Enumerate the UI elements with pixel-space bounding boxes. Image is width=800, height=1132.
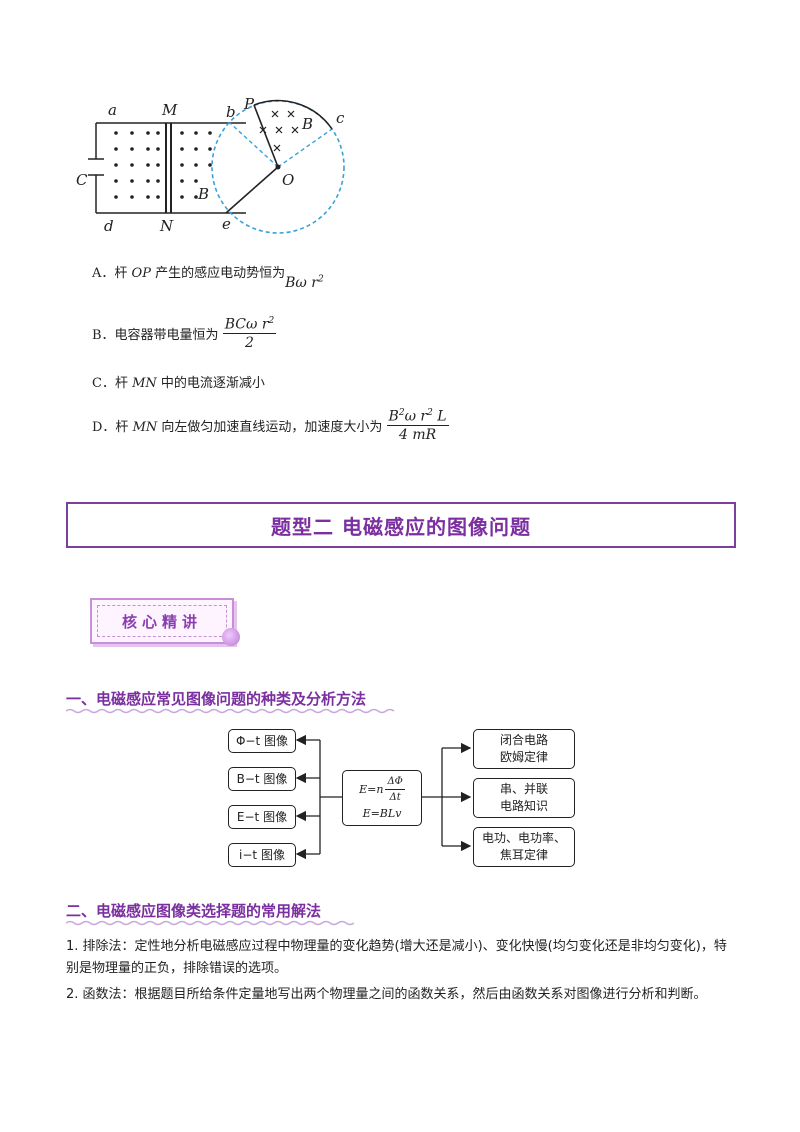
label-a: a bbox=[108, 101, 117, 119]
diagram-box-b-t: B−t 图像 bbox=[228, 767, 296, 791]
label-e: e bbox=[222, 215, 231, 233]
option-d-den: 4 mR bbox=[398, 426, 437, 443]
section-title: 题型二 电磁感应的图像问题 bbox=[271, 514, 531, 539]
label-C: C bbox=[76, 171, 88, 189]
diagram-label-e-t: E−t 图像 bbox=[236, 809, 288, 824]
paragraph-2: 2. 函数法：根据题目所给条件定量地写出两个物理量之间的函数关系，然后由函数关系… bbox=[66, 987, 707, 1002]
heading-2: 二、电磁感应图像类选择题的常用解法 bbox=[66, 902, 322, 920]
option-c: C．杆 MN 中的电流逐渐减小 bbox=[92, 372, 265, 391]
badge-decoration bbox=[222, 628, 240, 646]
option-d-num-sup2: 2 bbox=[427, 408, 433, 418]
formula-emf-prefix: E=n bbox=[359, 783, 384, 796]
option-a-var: OP bbox=[131, 266, 151, 281]
heading-1: 一、电磁感应常见图像问题的种类及分析方法 bbox=[66, 690, 367, 708]
diagram-circuit-line1: 串、并联 bbox=[499, 782, 548, 796]
label-b: b bbox=[226, 103, 236, 121]
option-b-fraction: BCω r2 2 bbox=[222, 316, 277, 351]
diagram-box-e-t: E−t 图像 bbox=[228, 805, 296, 829]
circuit-figure: a M b P c B C O B d N e bbox=[76, 95, 345, 235]
option-d-fraction: B2ω r2 L 4 mR bbox=[386, 408, 449, 443]
option-b-prefix: B．电容器带电量恒为 bbox=[92, 327, 219, 343]
option-d-num-sup1: 2 bbox=[398, 408, 405, 418]
option-a-prefix: A．杆 bbox=[92, 266, 132, 281]
option-d-num-b: ω r bbox=[404, 408, 428, 425]
option-a-expr: Bω r bbox=[285, 275, 318, 291]
label-d: d bbox=[104, 217, 114, 235]
diagram-box-joule: 电功、电功率、 焦耳定律 bbox=[473, 827, 575, 867]
option-d: D．杆 MN 向左做匀加速直线运动，加速度大小为 B2ω r2 L 4 mR bbox=[92, 408, 449, 443]
diagram-box-i-t: i−t 图像 bbox=[228, 843, 296, 867]
diagram-ohm-line2: 欧姆定律 bbox=[499, 750, 548, 764]
formula-emf-den: Δt bbox=[389, 792, 401, 803]
heading-1-underline bbox=[66, 708, 395, 714]
option-b-den: 2 bbox=[245, 334, 254, 351]
label-c: c bbox=[336, 109, 345, 127]
option-d-num-c: L bbox=[432, 408, 447, 425]
option-c-text: 中的电流逐渐减小 bbox=[156, 376, 265, 391]
label-P: P bbox=[243, 95, 255, 113]
formula-emf-num: ΔΦ bbox=[385, 775, 405, 790]
diagram-joule-line1: 电功、电功率、 bbox=[481, 831, 566, 845]
diagram-label-i-t: i−t 图像 bbox=[239, 847, 285, 862]
option-a: A．杆 OP 产生的感应电动势恒为Bω r2 bbox=[92, 262, 324, 291]
option-d-text: 向左做匀加速直线运动，加速度大小为 bbox=[157, 419, 383, 435]
diagram-box-circuit: 串、并联 电路知识 bbox=[473, 778, 575, 818]
heading-2-underline bbox=[66, 920, 355, 926]
option-d-var: MN bbox=[132, 419, 158, 435]
label-N: N bbox=[159, 217, 174, 235]
section-title-box: 题型二 电磁感应的图像问题 bbox=[66, 502, 736, 548]
option-b-num-sup: 2 bbox=[268, 316, 275, 326]
diagram-box-ohm: 闭合电路 欧姆定律 bbox=[473, 729, 575, 769]
diagram-ohm-line1: 闭合电路 bbox=[499, 733, 548, 747]
diagram-circuit-line2: 电路知识 bbox=[499, 799, 548, 813]
diagram-label-b-t: B−t 图像 bbox=[236, 771, 288, 786]
option-c-prefix: C．杆 bbox=[92, 376, 133, 391]
option-d-num-a: B bbox=[388, 408, 399, 425]
option-d-prefix: D．杆 bbox=[92, 419, 133, 435]
label-O: O bbox=[282, 171, 294, 189]
badge-label: 核心精讲 bbox=[121, 612, 202, 631]
diagram-center-formula: E=n ΔΦ Δt E=BLv bbox=[342, 770, 422, 826]
label-B-top: B bbox=[301, 115, 313, 133]
diagram-label-phi-t: Φ−t 图像 bbox=[235, 733, 289, 748]
label-M: M bbox=[161, 101, 178, 119]
paragraph-1: 1. 排除法：定性地分析电磁感应过程中物理量的变化趋势(增大还是减小)、变化快慢… bbox=[66, 939, 727, 976]
option-a-sup: 2 bbox=[317, 274, 324, 285]
formula-blv: E=BLv bbox=[362, 807, 402, 820]
option-b-num: BCω r bbox=[224, 316, 269, 333]
option-c-var: MN bbox=[132, 376, 157, 391]
option-b: B．电容器带电量恒为 BCω r2 2 bbox=[92, 316, 277, 351]
diagram-joule-line2: 焦耳定律 bbox=[499, 848, 548, 862]
diagram-box-phi-t: Φ−t 图像 bbox=[228, 729, 296, 753]
option-a-text: 产生的感应电动势恒为 bbox=[150, 266, 286, 281]
core-badge: 核心精讲 bbox=[90, 598, 234, 644]
label-B-left: B bbox=[197, 185, 209, 203]
